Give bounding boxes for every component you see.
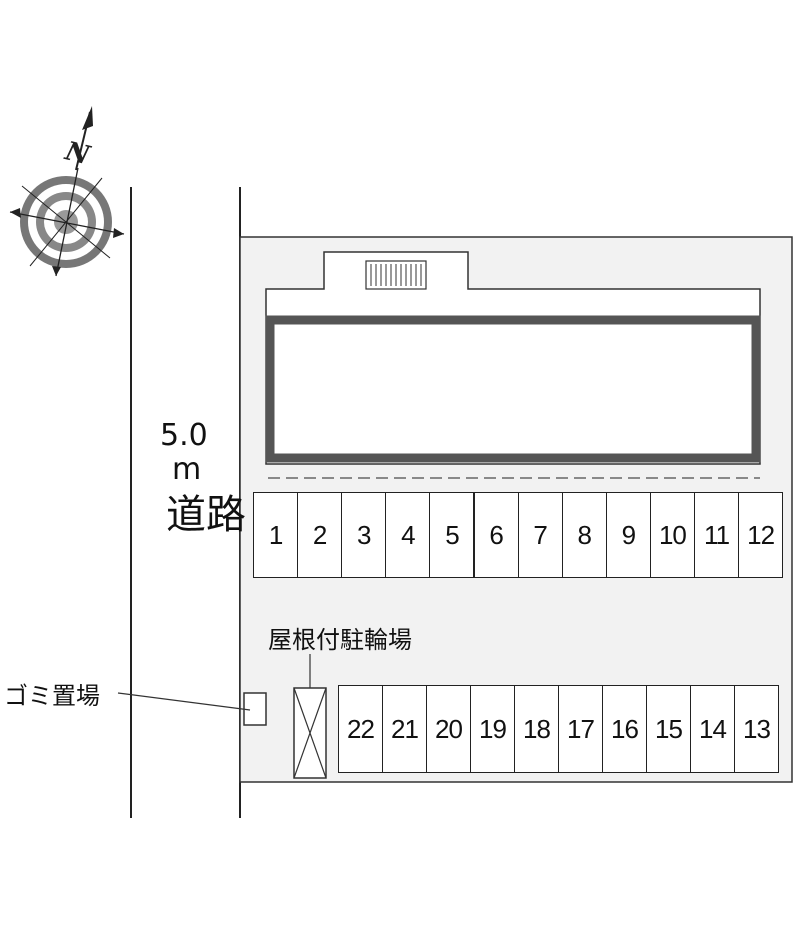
parking-space-9: 9 bbox=[605, 492, 651, 578]
parking-space-1: 1 bbox=[253, 492, 299, 578]
bicycle-shelter-icon bbox=[293, 687, 327, 779]
parking-space-3: 3 bbox=[341, 492, 387, 578]
parking-space-8: 8 bbox=[561, 492, 607, 578]
parking-space-7: 7 bbox=[517, 492, 563, 578]
compass-rose-icon bbox=[9, 167, 125, 277]
garbage-leader-line bbox=[117, 692, 251, 711]
parking-space-19: 19 bbox=[470, 685, 515, 773]
north-arrow-icon bbox=[75, 106, 93, 171]
parking-space-15: 15 bbox=[646, 685, 691, 773]
parking-space-22: 22 bbox=[338, 685, 383, 773]
parking-space-2: 2 bbox=[297, 492, 343, 578]
parking-space-10: 10 bbox=[649, 492, 695, 578]
parking-space-16: 16 bbox=[602, 685, 647, 773]
stairs-icon bbox=[365, 260, 427, 290]
bike-parking-label: 屋根付駐輪場 bbox=[268, 626, 412, 654]
parking-space-4: 4 bbox=[385, 492, 431, 578]
road-name: 道路 bbox=[166, 492, 246, 538]
parking-space-18: 18 bbox=[514, 685, 559, 773]
parking-space-17: 17 bbox=[558, 685, 603, 773]
parking-space-20: 20 bbox=[426, 685, 471, 773]
building-outline bbox=[265, 315, 761, 463]
parking-space-6: 6 bbox=[473, 492, 519, 578]
parking-space-11: 11 bbox=[694, 492, 740, 578]
road-width-unit: m bbox=[172, 452, 202, 487]
garbage-label: ゴミ置場 bbox=[4, 682, 100, 710]
parking-space-14: 14 bbox=[690, 685, 735, 773]
parking-space-5: 5 bbox=[429, 492, 475, 578]
parking-space-21: 21 bbox=[382, 685, 427, 773]
road-width-value: 5.0 bbox=[160, 418, 208, 453]
north-label: N bbox=[61, 136, 93, 171]
parking-space-12: 12 bbox=[738, 492, 784, 578]
parking-space-13: 13 bbox=[734, 685, 779, 773]
garbage-area-icon bbox=[243, 692, 267, 726]
